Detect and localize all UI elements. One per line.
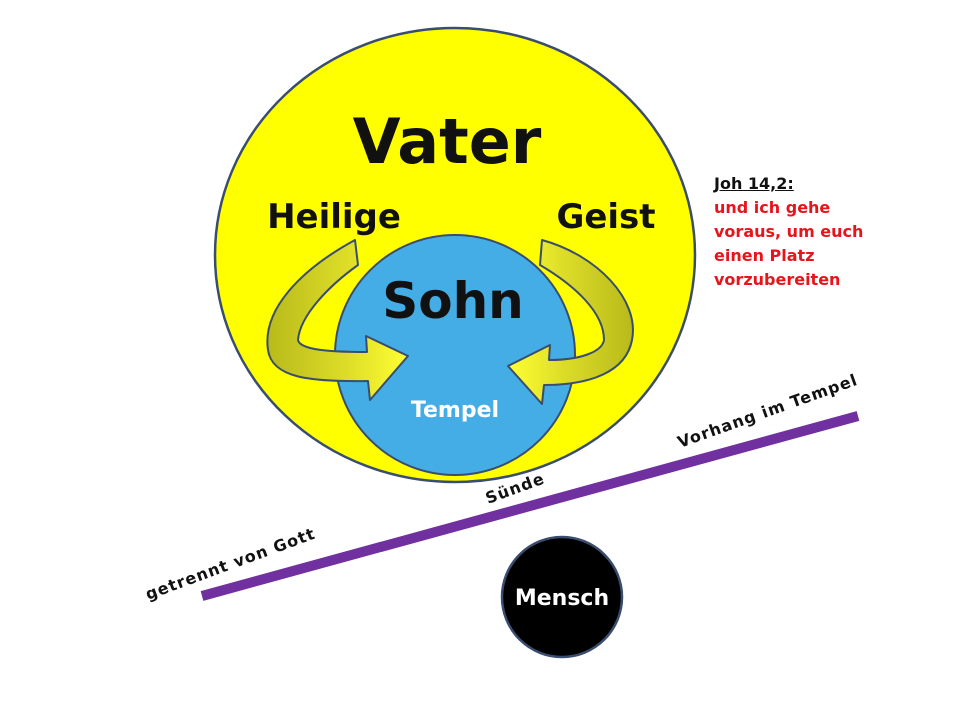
geist-label: Geist <box>556 197 655 237</box>
vater-label: Vater <box>353 105 542 178</box>
tempel-label: Tempel <box>411 398 499 423</box>
bible-verse: Joh 14,2: und ich gehe voraus, um euch e… <box>714 172 914 292</box>
verse-line-4: vorzubereiten <box>714 270 841 289</box>
verse-line-3: einen Platz <box>714 246 815 265</box>
sohn-label: Sohn <box>382 272 524 330</box>
curtain-bar <box>200 411 860 601</box>
heilige-label: Heilige <box>267 197 401 237</box>
verse-reference: Joh 14,2: <box>714 174 794 193</box>
verse-line-1: und ich gehe <box>714 198 831 217</box>
mensch-circle <box>500 535 624 659</box>
right-curved-arrow <box>507 239 634 405</box>
left-curved-arrow <box>266 239 409 401</box>
mensch-label: Mensch <box>515 586 609 611</box>
verse-line-2: voraus, um euch <box>714 222 864 241</box>
